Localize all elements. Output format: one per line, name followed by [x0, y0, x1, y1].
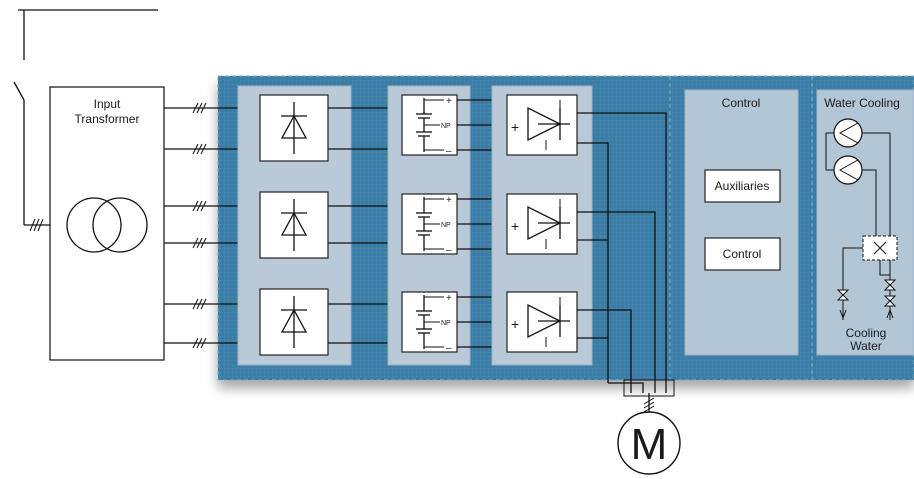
heat-exchanger-icon — [862, 235, 898, 261]
thyristor-icon — [527, 199, 570, 249]
input-transformer: Input Transformer — [49, 86, 165, 361]
control-box — [704, 237, 781, 271]
inverter-module-1: + — [506, 94, 578, 156]
dc-plus-label: + — [446, 195, 452, 206]
capacitor-icon — [416, 98, 444, 152]
dc-plus-label: + — [446, 96, 452, 107]
inverter-panel: + + + — [491, 85, 593, 366]
water-cooling-panel: Water Cooling — [816, 89, 914, 356]
pump-icon — [833, 155, 863, 185]
auxiliaries-label: Auxiliaries — [715, 179, 770, 193]
rectifier-module-2 — [259, 191, 329, 259]
auxiliaries-box — [704, 169, 781, 203]
three-phase-mark — [29, 218, 44, 232]
inverter-plus-label: + — [511, 316, 519, 332]
diode-icon — [280, 199, 308, 251]
grid-feed — [13, 9, 158, 232]
capacitor-icon — [416, 295, 444, 349]
motor-icon: M — [617, 411, 681, 475]
diode-icon — [280, 296, 308, 348]
motor-label: M — [631, 420, 668, 469]
dc-minus-label: – — [446, 245, 452, 256]
pump-icon — [833, 118, 863, 148]
inverter-plus-label: + — [511, 119, 519, 135]
capacitor-module-2: + NP – — [401, 193, 458, 256]
capacitor-module-3: + NP – — [401, 291, 458, 354]
valve-icon — [883, 279, 897, 291]
diode-icon — [280, 102, 308, 154]
input-transformer-label-2: Transformer — [75, 112, 140, 126]
dc-minus-label: – — [446, 146, 452, 157]
capacitor-icon — [416, 197, 444, 251]
thyristor-icon — [527, 297, 570, 347]
rectifier-module-3 — [259, 288, 329, 356]
capacitor-module-1: + NP – — [401, 94, 458, 157]
rectifier-panel — [237, 85, 352, 366]
control-panel: Control Auxiliaries Control — [684, 89, 799, 356]
motor-feed-wires — [577, 112, 675, 413]
water-cooling-title: Water Cooling — [824, 96, 900, 110]
dc-np-label: NP — [441, 222, 451, 229]
thyristor-icon — [527, 100, 570, 150]
dc-link-panel: + NP – + NP – — [387, 85, 471, 366]
dc-np-label: NP — [441, 320, 451, 327]
cooling-water-label-2: Water — [850, 339, 882, 353]
control-title: Control — [722, 96, 761, 110]
rectifier-module-1 — [259, 94, 329, 162]
valve-icon — [883, 295, 897, 307]
transformer-icon — [66, 197, 148, 253]
dc-np-label: NP — [441, 123, 451, 130]
inverter-module-2: + — [506, 193, 578, 255]
cooling-water-label: Cooling — [846, 326, 887, 340]
dc-minus-label: – — [446, 343, 452, 354]
dc-plus-label: + — [446, 293, 452, 304]
inverter-plus-label: + — [511, 218, 519, 234]
valve-icon — [836, 289, 850, 301]
control-box-label: Control — [723, 247, 762, 261]
inverter-module-3: + — [506, 291, 578, 353]
input-transformer-label: Input — [94, 97, 121, 111]
